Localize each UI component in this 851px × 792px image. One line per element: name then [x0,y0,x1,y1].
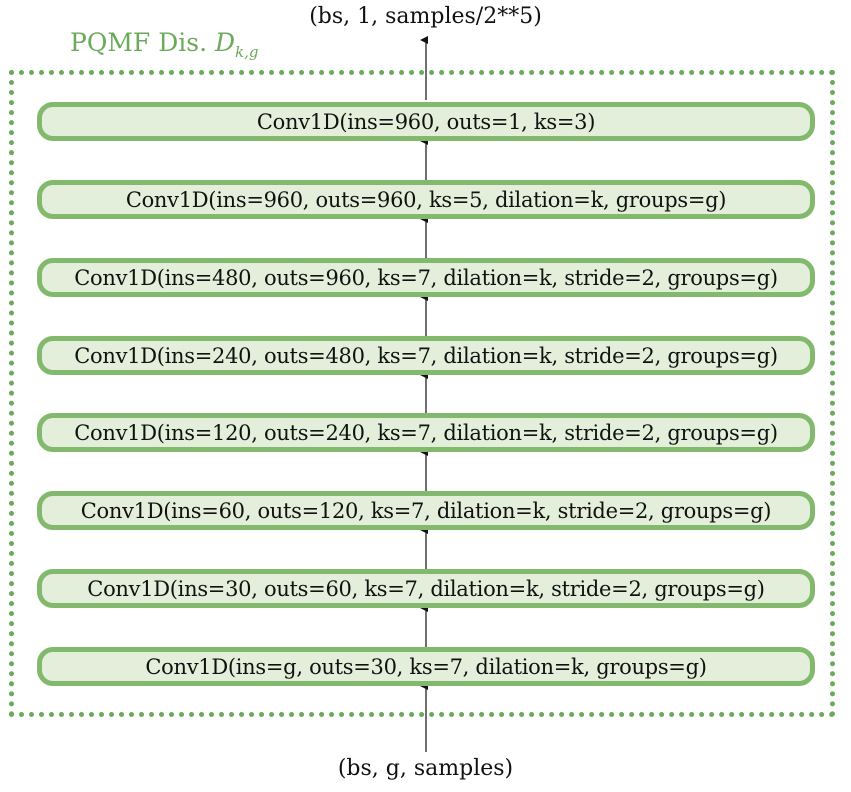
conv1d-layer-block: Conv1D(ins=120, outs=240, ks=7, dilation… [37,413,815,452]
conv1d-layer-block: Conv1D(ins=60, outs=120, ks=7, dilation=… [37,491,815,530]
layer-label: Conv1D(ins=960, outs=1, ks=3) [256,109,596,134]
title-symbol: D [214,28,236,57]
conv1d-layer-block: Conv1D(ins=480, outs=960, ks=7, dilation… [37,258,815,297]
layer-label: Conv1D(ins=960, outs=960, ks=5, dilation… [125,187,727,212]
layer-label: Conv1D(ins=30, outs=60, ks=7, dilation=k… [87,576,765,601]
discriminator-frame [9,70,835,717]
layer-label: Conv1D(ins=240, outs=480, ks=7, dilation… [74,343,778,368]
conv1d-layer-block: Conv1D(ins=240, outs=480, ks=7, dilation… [37,336,815,375]
layer-label: Conv1D(ins=120, outs=240, ks=7, dilation… [74,420,778,445]
title-text: PQMF Dis. [70,28,208,57]
conv1d-layer-block: Conv1D(ins=g, outs=30, ks=7, dilation=k,… [37,647,815,686]
layer-label: Conv1D(ins=480, outs=960, ks=7, dilation… [74,265,778,290]
layer-label: Conv1D(ins=g, outs=30, ks=7, dilation=k,… [145,654,707,679]
layer-label: Conv1D(ins=60, outs=120, ks=7, dilation=… [80,498,772,523]
output-shape-label: (bs, 1, samples/2**5) [309,4,542,29]
input-shape-label: (bs, g, samples) [337,756,514,781]
conv1d-layer-block: Conv1D(ins=960, outs=960, ks=5, dilation… [37,180,815,219]
conv1d-layer-block: Conv1D(ins=960, outs=1, ks=3) [37,102,815,141]
title-subscript: k,g [235,43,259,61]
discriminator-title: PQMF Dis. Dk,g [70,28,259,61]
conv1d-layer-block: Conv1D(ins=30, outs=60, ks=7, dilation=k… [37,569,815,608]
